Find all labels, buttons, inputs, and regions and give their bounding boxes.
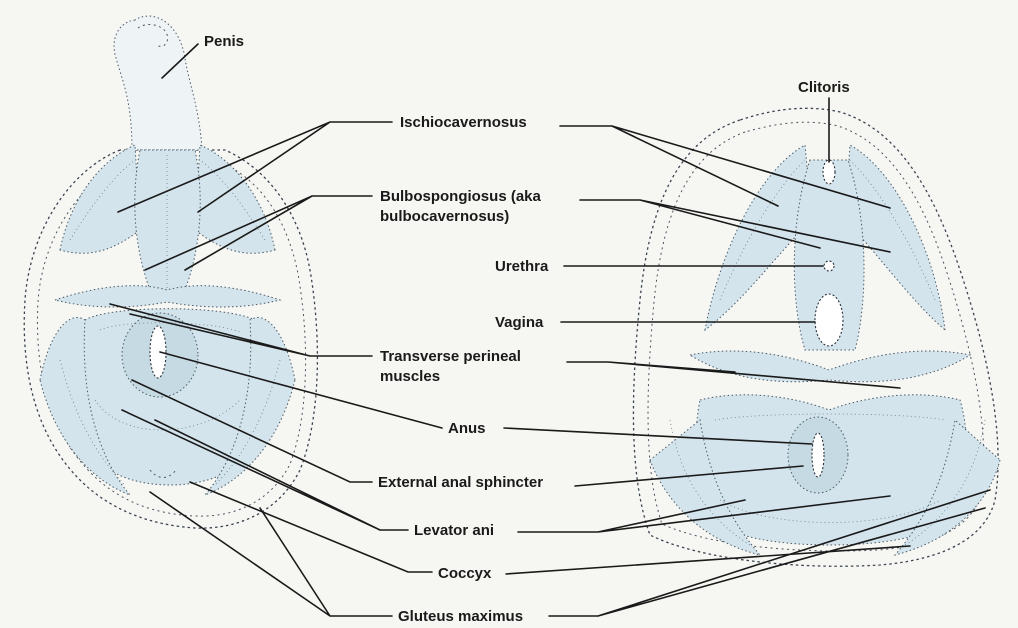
female-vagina <box>815 294 843 346</box>
label-ischiocavernosus: Ischiocavernosus <box>400 114 527 131</box>
label-transverse-line2: muscles <box>380 368 440 385</box>
female-perineum-figure <box>633 108 1000 566</box>
female-urethra <box>824 261 834 271</box>
male-ischiocavernosus-right <box>195 145 275 253</box>
male-perineum-figure <box>24 16 317 528</box>
label-transverse-line1: Transverse perineal <box>380 348 521 365</box>
label-bulbospongiosus-line1: Bulbospongiosus (aka <box>380 188 542 205</box>
female-anus <box>812 433 824 477</box>
label-gluteus-maximus: Gluteus maximus <box>398 608 523 625</box>
male-ischiocavernosus-left <box>60 145 140 253</box>
label-anus: Anus <box>448 420 486 437</box>
label-clitoris: Clitoris <box>798 79 850 96</box>
label-penis: Penis <box>204 33 244 50</box>
female-transverse-perineal <box>690 351 970 382</box>
penis-shaft <box>114 16 202 150</box>
label-urethra: Urethra <box>495 258 549 275</box>
label-coccyx: Coccyx <box>438 565 492 582</box>
label-vagina: Vagina <box>495 314 544 331</box>
label-bulbospongiosus-line2: bulbocavernosus) <box>380 208 509 225</box>
label-external-anal-sphincter: External anal sphincter <box>378 474 543 491</box>
label-levator-ani: Levator ani <box>414 522 494 539</box>
female-clitoris <box>823 160 835 184</box>
male-bulbospongiosus <box>135 150 200 290</box>
male-anus <box>150 326 166 378</box>
